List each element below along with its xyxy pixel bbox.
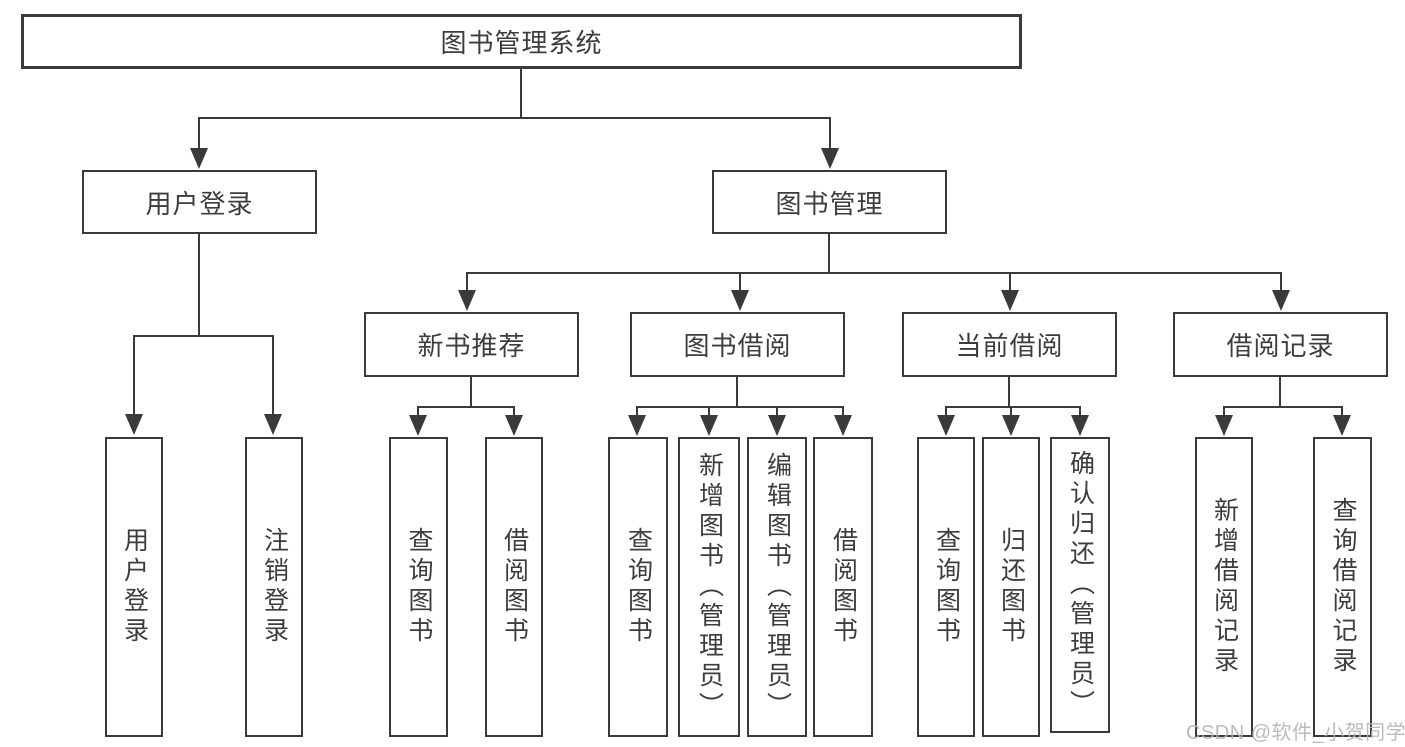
node-leaf-query-books-recommend-label: 查询图书 (405, 527, 433, 647)
watermark: CSDN @软件_小贺同学 (1186, 722, 1405, 744)
down-arrow-icon (821, 117, 839, 169)
down-arrow-icon (1215, 406, 1233, 436)
node-leaf-borrow-books-borrow: 借阅图书 (813, 437, 873, 737)
node-leaf-add-book-admin: 新增图书（管理员） (678, 437, 740, 737)
node-leaf-logout: 注销登录 (245, 437, 303, 737)
down-arrow-icon (768, 406, 786, 436)
down-arrow-icon (1002, 406, 1020, 436)
connector-vline-root (520, 69, 522, 117)
connector-hline-book-borrow (637, 406, 843, 408)
down-arrow-icon (1333, 406, 1351, 436)
connector-vline-new-book (470, 377, 472, 406)
node-leaf-confirm-return-admin: 确认归还（管理员） (1050, 437, 1110, 733)
node-leaf-add-borrow-record: 新增借阅记录 (1195, 437, 1253, 737)
node-leaf-confirm-return-admin-label: 确认归还（管理员） (1066, 450, 1095, 720)
node-new-book-recommend: 新书推荐 (364, 312, 579, 377)
connector-vline-book-mgmt (828, 234, 830, 272)
node-leaf-add-borrow-record-label: 新增借阅记录 (1210, 497, 1239, 677)
connector-hline-user-login (134, 335, 273, 337)
node-leaf-borrow-books-recommend-label: 借阅图书 (500, 527, 529, 647)
node-book-mgmt: 图书管理 (712, 170, 947, 234)
down-arrow-icon (190, 117, 208, 169)
connector-hline-root (199, 117, 831, 119)
node-leaf-edit-book-admin: 编辑图书（管理员） (747, 437, 807, 737)
down-arrow-icon (1001, 272, 1019, 311)
down-arrow-icon (628, 406, 646, 436)
connector-vline-book-borrow (736, 377, 738, 406)
node-leaf-edit-book-admin-label: 编辑图书（管理员） (763, 452, 792, 722)
down-arrow-icon (731, 272, 749, 311)
down-arrow-icon (264, 335, 282, 435)
down-arrow-icon (1272, 272, 1290, 311)
node-book-borrow: 图书借阅 (630, 312, 845, 377)
node-new-book-recommend-label: 新书推荐 (417, 331, 526, 361)
connector-hline-current-borrow (946, 406, 1080, 408)
node-leaf-user-login: 用户登录 (105, 437, 163, 737)
node-leaf-query-books-borrow-label: 查询图书 (624, 527, 653, 647)
down-arrow-icon (700, 406, 718, 436)
connector-vline-user-login (198, 234, 200, 335)
node-leaf-logout-label: 注销登录 (260, 527, 289, 647)
node-leaf-query-borrow-record-label: 查询借阅记录 (1329, 497, 1357, 677)
down-arrow-icon (505, 406, 523, 436)
node-leaf-return-book-label: 归还图书 (997, 527, 1026, 647)
node-leaf-borrow-books-recommend: 借阅图书 (485, 437, 543, 737)
node-current-borrow: 当前借阅 (902, 312, 1117, 377)
node-book-mgmt-label: 图书管理 (775, 188, 884, 219)
node-leaf-user-login-label: 用户登录 (120, 527, 149, 647)
down-arrow-icon (937, 406, 955, 436)
down-arrow-icon (1071, 406, 1089, 436)
connector-hline-new-book (418, 406, 515, 408)
node-borrow-records-label: 借阅记录 (1226, 331, 1335, 361)
node-borrow-records: 借阅记录 (1173, 312, 1388, 377)
node-leaf-add-book-admin-label: 新增图书（管理员） (695, 452, 724, 722)
node-user-login: 用户登录 (82, 170, 317, 234)
node-leaf-borrow-books-borrow-label: 借阅图书 (829, 527, 858, 647)
connector-hline-book-mgmt (467, 272, 1281, 274)
node-book-borrow-label: 图书借阅 (683, 331, 792, 361)
down-arrow-icon (834, 406, 852, 436)
node-user-login-label: 用户登录 (145, 188, 254, 219)
connector-vline-current-borrow (1008, 377, 1010, 406)
node-leaf-query-books-current: 查询图书 (917, 437, 975, 737)
node-leaf-query-books-borrow: 查询图书 (608, 437, 668, 737)
node-current-borrow-label: 当前借阅 (955, 331, 1064, 361)
down-arrow-icon (458, 272, 476, 311)
node-leaf-query-borrow-record: 查询借阅记录 (1313, 437, 1372, 737)
node-leaf-return-book: 归还图书 (982, 437, 1040, 737)
connector-vline-borrow-records (1279, 377, 1281, 406)
down-arrow-icon (409, 406, 427, 436)
node-root-label: 图书管理系统 (440, 28, 603, 58)
node-leaf-query-books-recommend: 查询图书 (389, 437, 448, 737)
node-root: 图书管理系统 (21, 14, 1022, 69)
node-leaf-query-books-current-label: 查询图书 (932, 527, 961, 647)
connector-hline-borrow-records (1224, 406, 1343, 408)
down-arrow-icon (125, 335, 143, 435)
